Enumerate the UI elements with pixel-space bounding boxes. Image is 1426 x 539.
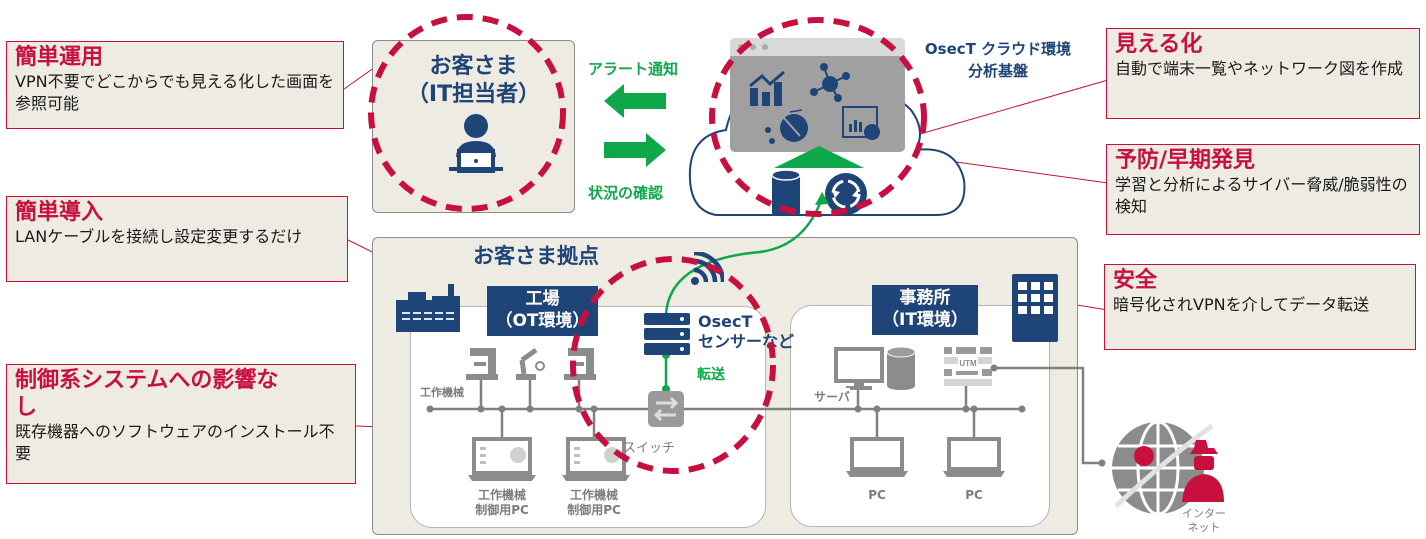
office-area	[790, 305, 1050, 527]
callout-desc: LANケーブルを接続し設定変更するだけ	[15, 227, 303, 246]
callout-title: 見える化	[1115, 32, 1203, 57]
server-monitor-icon	[834, 347, 884, 390]
callout-desc: 自動で端末一覧やネットワーク図を作成	[1115, 59, 1404, 78]
control-pc-laptop-icon	[562, 437, 630, 481]
sensor-label: OsecT センサーなど	[698, 312, 794, 352]
callout-easy-operation: 簡単運用 VPN不要でどこからでも見える化した画面を参照可能	[6, 41, 344, 129]
arrow-right-icon	[604, 133, 666, 167]
factory-label-line1: 工場	[525, 289, 560, 309]
sensor-label-line1: OsecT	[698, 312, 753, 331]
robot-arm-icon	[516, 347, 545, 380]
callout-title: 制御系システムへの影響なし	[15, 368, 279, 420]
callout-title: 安全	[1113, 268, 1158, 293]
cloud-title: OsecT クラウド環境 分析基盤	[898, 38, 1098, 82]
transfer-label: 転送	[697, 367, 725, 383]
pc-laptop-icon	[846, 437, 908, 477]
callout-desc: 暗号化されVPNを介してデータ転送	[1113, 295, 1370, 314]
office-label-line1: 事務所	[899, 288, 951, 308]
control-pc-label: 工作機械 制御用PC	[562, 488, 626, 518]
internet-globe-threat-icon	[1112, 420, 1224, 516]
callout-title: 予防/早期発見	[1115, 148, 1256, 173]
sensor-label-line2: センサーなど	[698, 332, 795, 351]
callout-title: 簡単導入	[15, 200, 104, 225]
status-label: 状況の確認	[588, 184, 664, 202]
callout-desc: VPN不要でどこからでも見える化した画面を参照可能	[15, 72, 335, 113]
callout-prevention: 予防/早期発見 学習と分析によるサイバー脅威/脆弱性の検知	[1106, 144, 1420, 235]
network-switch-icon	[648, 391, 684, 427]
internet-link-line	[994, 366, 1102, 465]
pc-label: PC	[965, 488, 983, 502]
cloud-title-line2: 分析基盤	[967, 62, 1028, 80]
callout-visualization: 見える化 自動で端末一覧やネットワーク図を作成	[1106, 28, 1420, 119]
internet-label-line2: ネット	[1187, 521, 1221, 534]
factory-label-line2: （OT環境）	[495, 311, 590, 331]
control-pc-label-line2: 制御用PC	[475, 503, 529, 517]
pc-label: PC	[868, 488, 886, 502]
internet-label-line1: インター	[1182, 507, 1226, 520]
machine-label: 工作機械	[420, 386, 464, 399]
callout-desc: 既存機器へのソフトウェアのインストール不要	[15, 422, 335, 463]
callout-desc: 学習と分析によるサイバー脅威/脆弱性の検知	[1115, 175, 1408, 216]
server-database-icon	[887, 347, 915, 390]
callout-no-impact: 制御系システムへの影響なし 既存機器へのソフトウェアのインストール不要	[6, 364, 356, 484]
factory-icon	[396, 284, 460, 332]
internet-label: インター ネット	[1174, 507, 1234, 535]
callout-security: 安全 暗号化されVPNを介してデータ転送	[1104, 264, 1416, 350]
office-label-line2: （IT環境）	[882, 310, 968, 330]
office-building-icon	[1012, 274, 1058, 342]
callout-easy-install: 簡単導入 LANケーブルを接続し設定変更するだけ	[6, 196, 348, 282]
callout-title: 簡単運用	[15, 45, 104, 70]
alert-label: アラート通知	[588, 60, 679, 78]
machine-tool-icon	[466, 348, 498, 380]
sensor-server-icon	[644, 313, 690, 355]
control-pc-label: 工作機械 制御用PC	[470, 488, 534, 518]
utm-label: UTM	[959, 359, 977, 368]
uplink-arrowhead-icon	[815, 192, 829, 205]
wifi-icon	[691, 252, 724, 285]
server-label: サーバ	[814, 388, 850, 405]
arrow-left-icon	[604, 84, 666, 118]
control-pc-label-line2: 制御用PC	[567, 503, 621, 517]
control-pc-label-line1: 工作機械	[569, 488, 618, 502]
machine-tool-icon	[564, 348, 596, 380]
cloud-title-line1: OsecT クラウド環境	[924, 40, 1072, 58]
office-label: 事務所 （IT環境）	[872, 285, 978, 335]
switch-label: スイッチ	[623, 441, 676, 456]
pc-laptop-icon	[943, 437, 1005, 477]
control-pc-laptop-icon	[468, 437, 536, 481]
utm-firewall-icon: UTM	[944, 347, 992, 386]
control-pc-label-line1: 工作機械	[477, 488, 526, 502]
